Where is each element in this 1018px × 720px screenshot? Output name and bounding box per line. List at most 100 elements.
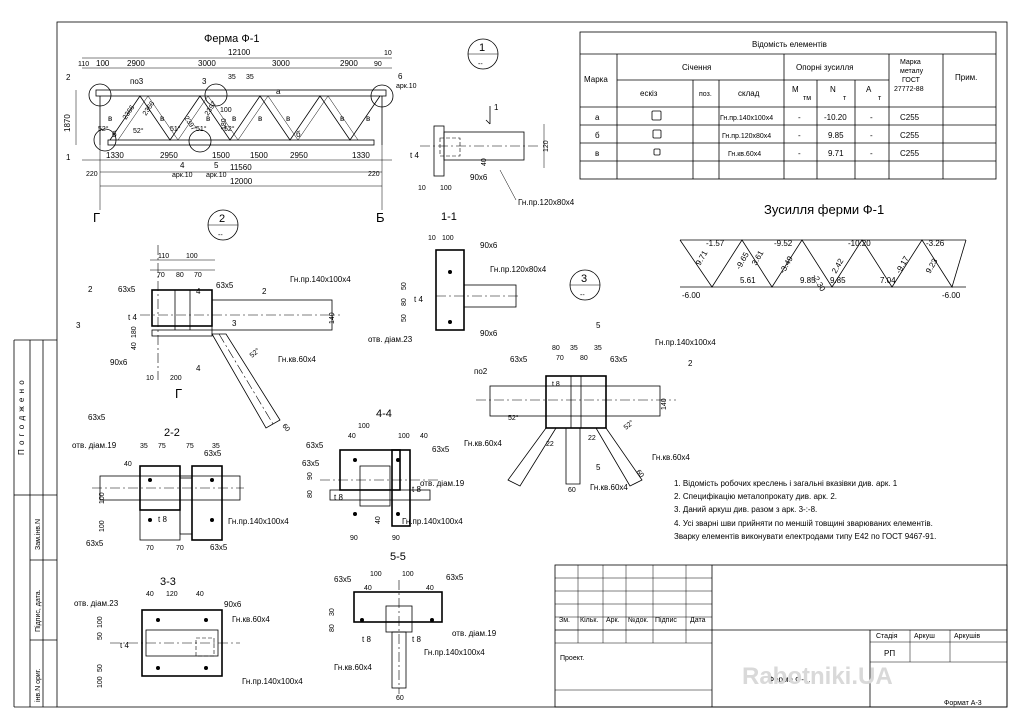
node3-d6: 22 [546, 441, 554, 448]
element-v-2: в [206, 114, 210, 123]
dim-bot-7: 220 [368, 171, 380, 178]
node1-d3: 100 [440, 185, 452, 192]
node2-d2: 70 [157, 272, 165, 279]
dim-top-1: 100 [96, 59, 110, 68]
svg-text:-: - [870, 131, 873, 140]
node3-cut-5a: 5 [596, 321, 601, 330]
sec44-d0: 40 [348, 433, 356, 440]
force-bot-3: 7.04 [880, 276, 896, 285]
angle-4: 52° [224, 125, 235, 133]
node1-cut: 1 [494, 103, 499, 112]
sec11-title: 1-1 [441, 211, 457, 223]
node3-weld-l: 63х5 [510, 355, 528, 364]
section-5-5: 5-5 63х5 63х5 t 8 t 8 отв. діам.19 Гн.пр… [329, 551, 497, 702]
sec44-weld-tl: 63х5 [306, 441, 324, 450]
node3-d2: 70 [556, 355, 564, 362]
node2-d3: 80 [176, 272, 184, 279]
table-row: б Гн.пр.120х80х4 - 9.85 - С255 [595, 129, 920, 140]
node3-cut-5b: 5 [596, 463, 601, 472]
node-circle-6 [370, 84, 394, 108]
th-m-sub: тм [803, 95, 811, 102]
stamp-format: Формат А-3 [944, 700, 982, 707]
stamp-sheet: Аркуш [914, 633, 935, 640]
th-steel-3: 27772-88 [894, 86, 924, 93]
sec55-t-r: t 8 [412, 635, 421, 644]
section-3-3: 3-3 отв. діам.23 90х6 Гн.кв.60х4 t 4 Гн.… [74, 576, 303, 688]
node2-d11: 10 [146, 375, 154, 382]
node-note-5: арк.10 [206, 172, 227, 179]
node2-cut-4a: 4 [196, 287, 201, 296]
sec22-d9: 70 [146, 545, 154, 552]
sec55-profile: Гн.пр.140х100х4 [424, 648, 485, 657]
sec11-d1: 100 [442, 235, 454, 242]
node3-d7: 22 [588, 435, 596, 442]
sec44-d7: 90 [350, 535, 358, 542]
dim-bot-1: 1330 [106, 151, 124, 160]
force-diag-0: 9.71 [694, 249, 710, 267]
th-steel-0: Марка [900, 59, 921, 66]
side-stamp: П о г о д ж е н о Зам.інв.N Підпис, дата… [13, 339, 57, 708]
node1-mark: 1 [479, 42, 485, 54]
sec33-t: t 4 [120, 641, 129, 650]
axis-B: Б [376, 210, 385, 225]
node2-sub: -- [218, 232, 223, 239]
sec22-d7: 100 [99, 520, 106, 532]
node3-d0: 80 [552, 345, 560, 352]
force-end-0: -6.00 [682, 291, 701, 300]
section-1-1: 1-1 10 100 90х6 Гн.пр.120х80х4 t 4 90х6 … [368, 211, 547, 344]
node3-t: t 8 [552, 381, 560, 388]
svg-text:а: а [595, 113, 600, 122]
stamp-project: Проект. [560, 655, 584, 662]
sec11-weld1: 90х6 [480, 241, 498, 250]
note-5: Зварку елементів виконувати електродами … [674, 532, 936, 541]
sec22-d6: 100 [99, 492, 106, 504]
dim-bot-5: 2950 [290, 151, 308, 160]
element-v-5: в [286, 114, 290, 123]
sec55-weld-l: 63х5 [334, 575, 352, 584]
sec55-weld-r: 63х5 [446, 573, 464, 582]
dim-top-6: 90 [374, 61, 382, 68]
sec11-profile: Гн.пр.120х80х4 [490, 265, 547, 274]
node1-sub: -- [478, 61, 483, 68]
stamp-col-0: Зм. [559, 617, 570, 624]
sec33-profile-d: Гн.кв.60х4 [232, 615, 270, 624]
node3-d1: 35 [570, 345, 578, 352]
sec33-d6: 50 [97, 664, 104, 672]
sec22-d1: 35 [140, 443, 148, 450]
node2-profile-diag: Гн.кв.60х4 [278, 355, 316, 364]
node1-d2: 10 [418, 185, 426, 192]
truss-title: Ферма Ф-1 [204, 33, 259, 45]
force-bot-0: 5.61 [740, 276, 756, 285]
svg-text:С255: С255 [900, 131, 920, 140]
angle-2: 51° [170, 125, 181, 133]
top-chord [95, 89, 387, 97]
node-mark-6: 6 [398, 72, 403, 81]
force-top-3: -3.26 [926, 239, 945, 248]
stamp-col-5: Дата [690, 617, 706, 624]
sec11-d0: 10 [428, 235, 436, 242]
sec55-title: 5-5 [390, 551, 406, 563]
svg-text:С255: С255 [900, 113, 920, 122]
sec33-hole: отв. діам.23 [74, 599, 119, 608]
node3-sub: -- [580, 292, 585, 299]
node-mark-5: 5 [214, 161, 219, 170]
node-note-6: арк.10 [396, 83, 417, 90]
note-3: 3. Даний аркуш див. разом з арк. 3-:-8. [674, 505, 817, 514]
sec33-d2: 40 [196, 591, 204, 598]
force-bot-2: 9.85 [830, 276, 846, 285]
sec44-d1: 100 [358, 423, 370, 430]
svg-text:в: в [595, 149, 599, 158]
dim-bot-4: 1500 [250, 151, 268, 160]
node2-cut-2a: 2 [88, 285, 93, 294]
node2-weld-1: 63х5 [216, 281, 234, 290]
stamp-col-1: Кільк. [580, 616, 598, 624]
dim-100: 100 [220, 107, 232, 114]
stamp-sheets: Аркушів [954, 632, 980, 640]
force-top-2: -10.20 [848, 239, 871, 248]
dim-total: 12000 [230, 177, 253, 186]
svg-text:-: - [798, 131, 801, 140]
force-diag-6: -9.17 [894, 254, 911, 275]
th-a-sub: т [878, 95, 882, 102]
element-v-8: в [108, 114, 112, 123]
node3-cut-2: 2 [688, 359, 693, 368]
